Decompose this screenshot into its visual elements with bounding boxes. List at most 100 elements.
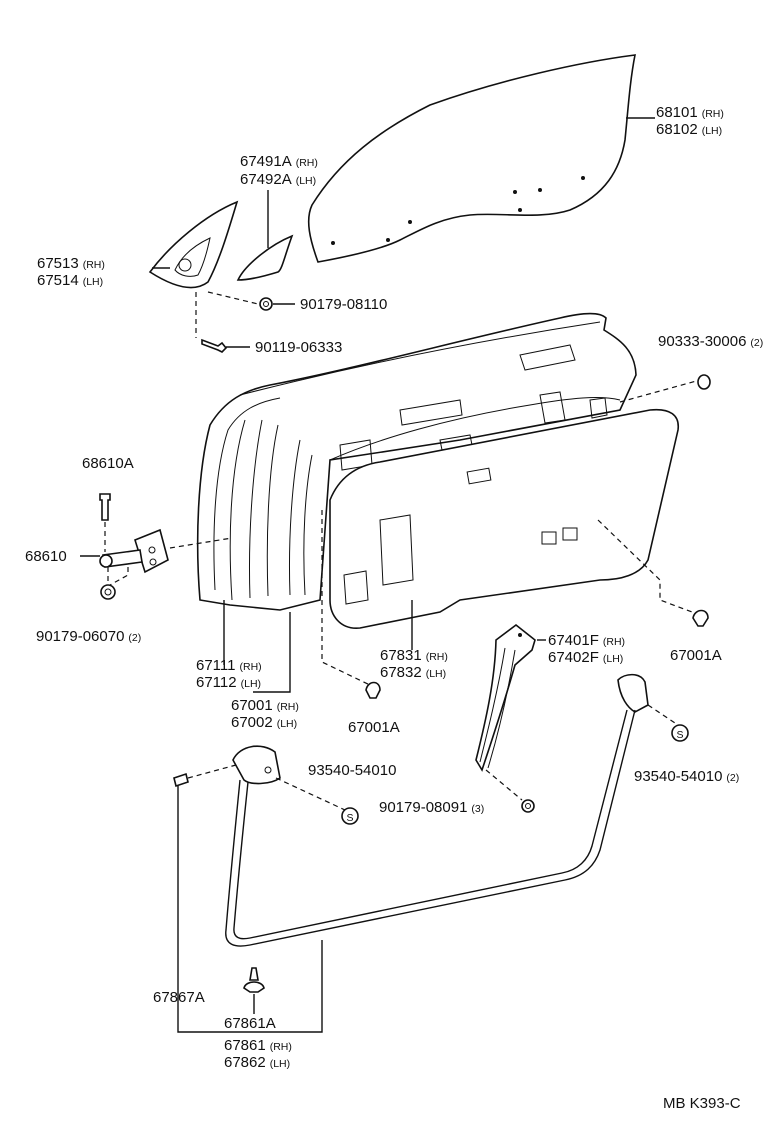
callout-number: 90119-06333 [255, 339, 342, 356]
callout-number: 68610A [82, 455, 134, 472]
callout-number: 90179-06070 [36, 628, 124, 645]
callout-side: (RH) [702, 108, 724, 120]
callout-number: 67401F [548, 632, 599, 649]
clip-67001A-right [692, 609, 709, 627]
callout-68101: 68101 (RH) [656, 104, 724, 121]
callout-side: (LH) [241, 678, 261, 690]
callout-number: 68101 [656, 104, 698, 121]
callout-67861: 67861(RH) [224, 1037, 292, 1054]
callout-side: (2) [750, 337, 763, 349]
callout-side: (LH) [83, 276, 103, 288]
leader-90179-08110 [207, 291, 259, 305]
callout-67861A: 67861A [224, 1015, 276, 1032]
callout-number: 67492A [240, 171, 292, 188]
callout-side: (3) [471, 803, 484, 815]
callout-number: 68610 [25, 548, 67, 565]
callout-number: 67402F [548, 649, 599, 666]
run-channel [475, 623, 536, 772]
svg-text:S: S [346, 812, 353, 824]
callout-number: 67001 [231, 697, 273, 714]
callout-67401F: 67401F (RH) [548, 632, 625, 649]
callout-67862: 67862 (LH) [224, 1054, 290, 1071]
callout-67832: 67832 (LH) [380, 664, 446, 681]
callout-side: (2) [726, 772, 739, 784]
clip-67867A [173, 772, 189, 788]
mirror-base [148, 200, 239, 289]
nut-90179-08110 [259, 297, 273, 311]
callout-number: 67001A [348, 719, 400, 736]
callout-68610: 68610 [25, 548, 67, 565]
callout-number: 67112 [196, 674, 237, 691]
callout-67002: 67002 (LH) [231, 714, 297, 731]
callout-number: 67862 [224, 1054, 266, 1071]
svg-text:S: S [676, 729, 683, 741]
callout-number: 67861A [224, 1015, 276, 1032]
callout-67513: 67513(RH) [37, 255, 105, 272]
callout-67111: 67111 (RH) [196, 657, 262, 674]
callout-labels: 68101(RH)68102(LH)67491A(RH)67492A(LH)67… [25, 104, 763, 1071]
callout-67001: 67001 (RH) [231, 697, 299, 714]
callout-67492A: 67492A (LH) [240, 171, 316, 188]
callout-number: 93540-54010 [308, 762, 396, 779]
trim-board [329, 408, 679, 629]
clip-67001A-center [365, 681, 381, 699]
callout-side: (RH) [603, 636, 625, 648]
callout-68610A: 68610A [82, 455, 134, 472]
callout-67112: 67112 (LH) [196, 674, 261, 691]
callout-67402F: 67402F (LH) [548, 649, 623, 666]
bolt-68610A [99, 493, 111, 521]
callout-93540-l: 93540-54010 [308, 762, 396, 779]
callout-side: (LH) [270, 1058, 290, 1070]
callout-number: 90179-08110 [300, 296, 387, 313]
callout-number: 90333-30006 [658, 333, 746, 350]
callout-67491A: 67491A (RH) [240, 153, 318, 170]
callout-number: 67001A [670, 647, 722, 664]
callout-side: (LH) [603, 653, 623, 665]
callout-67001A-c: 67001A [348, 719, 400, 736]
weatherstrip [225, 673, 649, 947]
callout-number: 67491A [240, 153, 292, 170]
callout-number: 67867A [153, 989, 205, 1006]
callout-number: 67111 [196, 657, 236, 674]
nut-90179-08091 [521, 799, 535, 813]
screw-93540-right: S [671, 724, 689, 742]
callout-side: (LH) [296, 175, 316, 187]
bolt-90119-06333 [201, 338, 228, 353]
callout-67514: 67514 (LH) [37, 272, 103, 289]
callout-67001A-r: 67001A [670, 647, 722, 664]
callout-number: 93540-54010 [634, 768, 722, 785]
callout-side: (RH) [296, 157, 318, 169]
callout-side: (RH) [277, 701, 299, 713]
callout-93540-r: 93540-54010 (2) [634, 768, 739, 785]
callout-side: (RH) [426, 651, 448, 663]
callout-number: 68102 [656, 121, 698, 138]
callout-side: (LH) [426, 668, 446, 680]
door-glass [307, 54, 637, 263]
screw-93540-left: S [341, 807, 359, 825]
callout-side: (2) [128, 632, 141, 644]
callout-90179-08110: 90179-08110 [300, 296, 387, 313]
callout-90333-30006: 90333-30006 (2) [658, 333, 763, 350]
callout-number: 90179-08091 [379, 799, 467, 816]
door-panel [196, 312, 637, 611]
callout-90119-06333: 90119-06333 [255, 339, 342, 356]
callout-side: (LH) [277, 718, 297, 730]
callout-90179-08091: 90179-08091 (3) [379, 799, 484, 816]
callout-side: (RH) [240, 661, 262, 673]
callout-side: (RH) [83, 259, 105, 271]
callout-number: 67002 [231, 714, 273, 731]
callout-68102: 68102(LH) [656, 121, 722, 138]
callout-number: 67514 [37, 272, 79, 289]
nut-90179-06070 [100, 584, 116, 600]
clip-90333 [697, 374, 711, 390]
callout-67867A: 67867A [153, 989, 205, 1006]
callout-number: 67832 [380, 664, 422, 681]
callout-number: 67831 [380, 647, 422, 664]
callout-number: 67861 [224, 1037, 266, 1054]
door-hinge [99, 528, 169, 574]
clip-67861A [243, 967, 265, 993]
diagram-code: MB K393-C [663, 1095, 741, 1112]
callout-90179-06070: 90179-06070 (2) [36, 628, 141, 645]
